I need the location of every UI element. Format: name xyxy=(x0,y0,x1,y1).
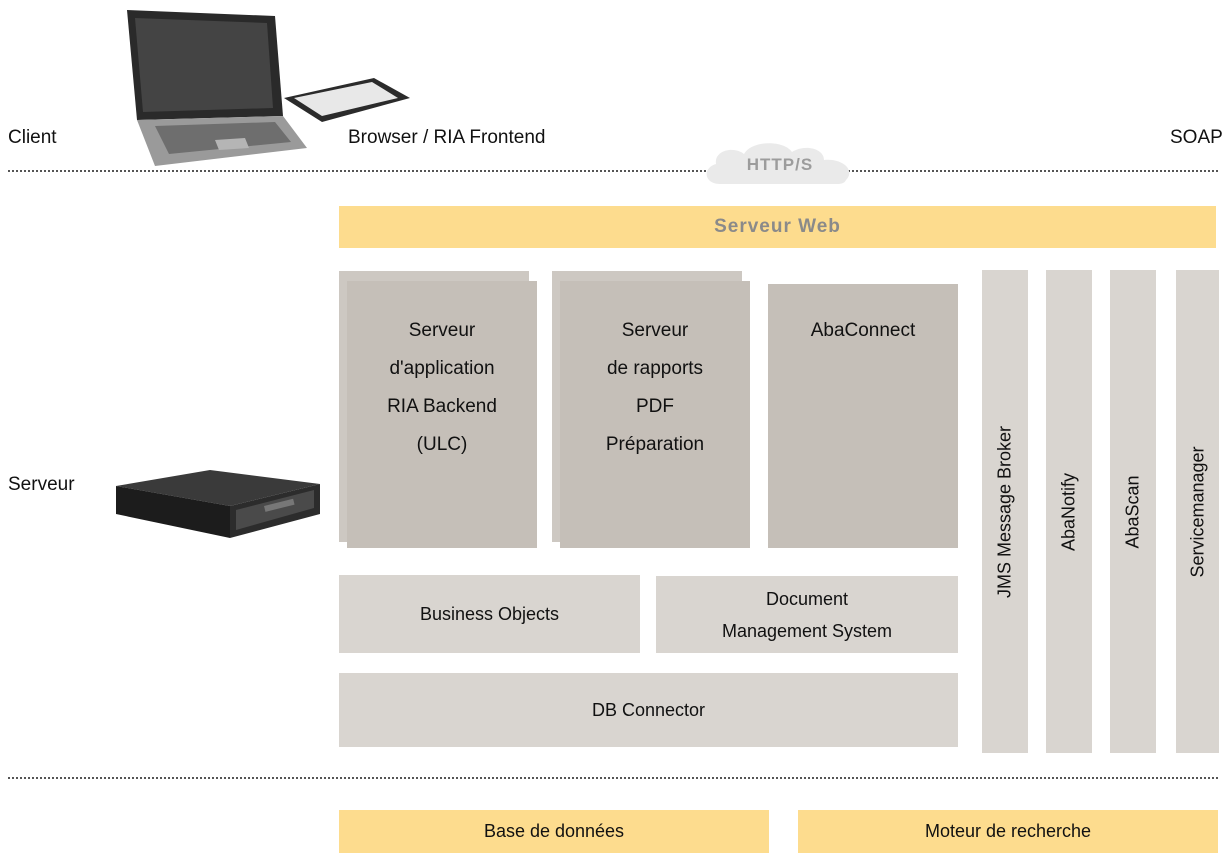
http-label: HTTP/S xyxy=(746,155,814,174)
abaconnect-label: AbaConnect xyxy=(810,320,916,341)
app-server-text: Serveur d'application RIA Backend (ULC) xyxy=(347,312,537,464)
app-server-line-1: Serveur xyxy=(408,320,476,341)
server-storage-divider xyxy=(8,777,1218,779)
db-connector-label: DB Connector xyxy=(591,699,706,720)
servicemanager-column: Servicemanager xyxy=(1176,270,1219,753)
web-server-label: Serveur Web xyxy=(714,216,841,237)
dms-box: Document Management System xyxy=(656,576,958,653)
abanotify-column: AbaNotify xyxy=(1046,270,1092,753)
frontend-label: Browser / RIA Frontend xyxy=(348,127,546,148)
report-server-line-3: PDF xyxy=(636,396,674,417)
app-server-line-3: RIA Backend xyxy=(387,396,497,417)
abascan-column: AbaScan xyxy=(1110,270,1156,753)
database-label: Base de données xyxy=(483,821,625,841)
report-server-box xyxy=(560,281,750,548)
app-server-box xyxy=(347,281,537,548)
laptop-icon xyxy=(127,10,307,166)
abaconnect-box xyxy=(768,284,958,548)
app-server-line-4: (ULC) xyxy=(416,434,468,455)
tablet-icon xyxy=(284,78,410,122)
jms-message-broker-label: JMS Message Broker xyxy=(994,425,1015,598)
report-server-line-1: Serveur xyxy=(621,320,689,341)
report-server-line-2: de rapports xyxy=(606,358,704,379)
jms-message-broker-column: JMS Message Broker xyxy=(982,270,1028,753)
search-engine-box: Moteur de recherche xyxy=(798,810,1218,853)
database-box: Base de données xyxy=(339,810,769,853)
app-server-line-2: d'application xyxy=(389,358,495,379)
abascan-label: AbaScan xyxy=(1122,474,1143,549)
cloud-icon xyxy=(706,143,850,184)
servicemanager-label: Servicemanager xyxy=(1187,445,1207,578)
web-server-bar: Serveur Web xyxy=(339,206,1216,248)
abanotify-label: AbaNotify xyxy=(1058,472,1079,551)
client-server-divider xyxy=(8,170,1218,172)
db-connector-box: DB Connector xyxy=(339,673,958,747)
dms-line-1: Document xyxy=(765,588,849,609)
search-engine-label: Moteur de recherche xyxy=(924,821,1092,841)
business-objects-label: Business Objects xyxy=(419,603,560,624)
business-objects-box: Business Objects xyxy=(339,575,640,653)
server-rack-icon xyxy=(116,470,320,538)
server-label: Serveur xyxy=(8,474,75,495)
client-label: Client xyxy=(8,127,57,148)
dms-line-2: Management System xyxy=(721,620,893,641)
soap-label: SOAP xyxy=(1170,127,1223,148)
report-server-text: Serveur de rapports PDF Préparation xyxy=(560,312,750,464)
report-server-line-4: Préparation xyxy=(605,434,705,455)
